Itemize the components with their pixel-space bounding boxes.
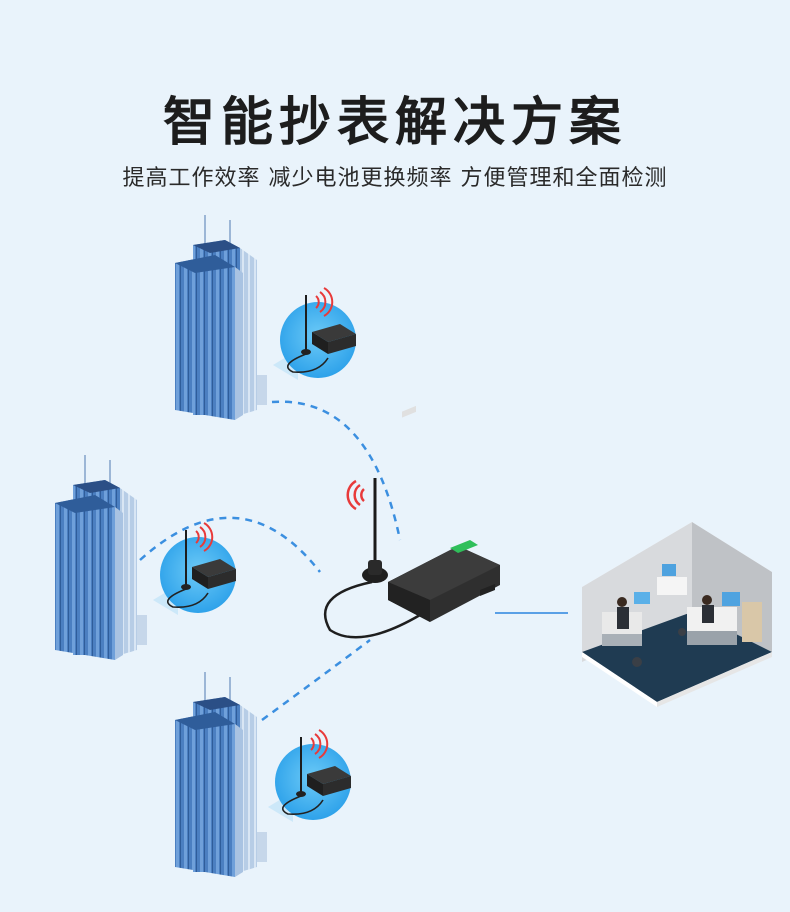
wireless-meter-device-icon bbox=[268, 729, 351, 822]
wifi-signal-icon bbox=[346, 479, 365, 511]
link-building-middle bbox=[139, 516, 321, 573]
link-building-top bbox=[271, 400, 402, 541]
link-building-bottom bbox=[261, 638, 371, 722]
page-title: 智能抄表解决方案 bbox=[162, 93, 627, 153]
skyscraper-icon bbox=[55, 455, 147, 660]
page-subtitle: 提高工作效率 减少电池更换频率 方便管理和全面检测 bbox=[122, 166, 668, 191]
wifi-signal-icon bbox=[310, 729, 329, 759]
skyscraper-icon bbox=[175, 215, 267, 420]
gateway-device-icon bbox=[324, 405, 500, 639]
monitoring-office-icon bbox=[582, 522, 772, 707]
wifi-signal-icon bbox=[315, 287, 334, 317]
skyscraper-icon bbox=[175, 672, 267, 877]
wireless-meter-device-icon bbox=[273, 287, 356, 380]
wireless-links bbox=[139, 400, 568, 722]
wireless-meter-device-icon bbox=[153, 522, 236, 615]
wifi-signal-icon bbox=[195, 522, 214, 552]
